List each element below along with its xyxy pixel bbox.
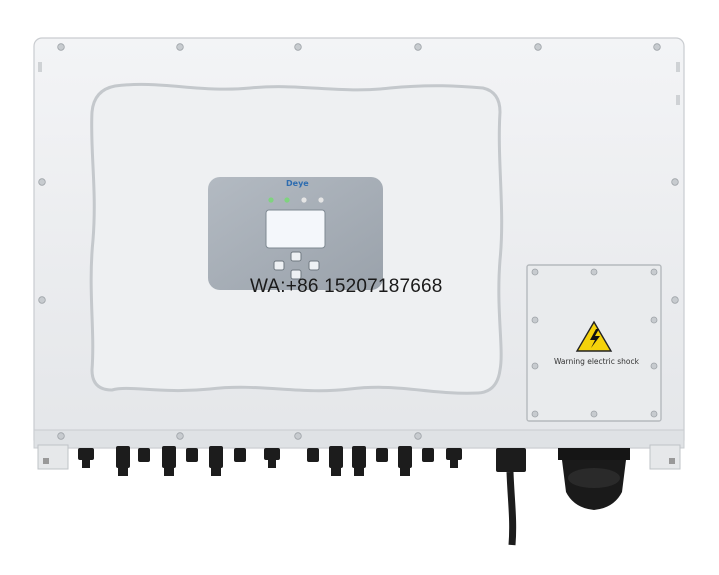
dc-connector [234, 448, 246, 462]
mount-bracket-left [37, 444, 69, 470]
dc-connector [329, 446, 343, 468]
dc-connector [398, 446, 412, 468]
comm-cable [506, 471, 517, 546]
comm-port [496, 448, 526, 472]
dc-connector-row [78, 446, 462, 476]
escape-button[interactable] [273, 260, 285, 271]
dc-connector [138, 448, 150, 462]
dc-connector [116, 446, 130, 468]
warning-label: Warning electric shock [554, 357, 639, 366]
dc-connector [78, 448, 94, 460]
enter-button[interactable] [308, 260, 320, 271]
dc-connector [162, 446, 176, 468]
led-indicator [284, 197, 290, 203]
led-indicator [268, 197, 274, 203]
led-indicator [301, 197, 307, 203]
dc-connector [376, 448, 388, 462]
ac-cable-gland [558, 448, 630, 510]
dc-connector [422, 448, 434, 462]
led-indicator [318, 197, 324, 203]
down-button[interactable] [290, 269, 302, 280]
mount-bracket-right [649, 444, 681, 470]
watermark-contact: WA:+86 15207187668 [250, 276, 443, 297]
brand-logo: Deye [286, 179, 309, 188]
dc-connector [209, 446, 223, 468]
dc-connector [307, 448, 319, 462]
lcd-screen-icon [265, 209, 326, 249]
up-button[interactable] [290, 251, 302, 262]
screw [38, 43, 679, 440]
dc-connector [186, 448, 198, 462]
dc-connector [446, 448, 462, 460]
dc-connector [352, 446, 366, 468]
dc-connector [264, 448, 280, 460]
